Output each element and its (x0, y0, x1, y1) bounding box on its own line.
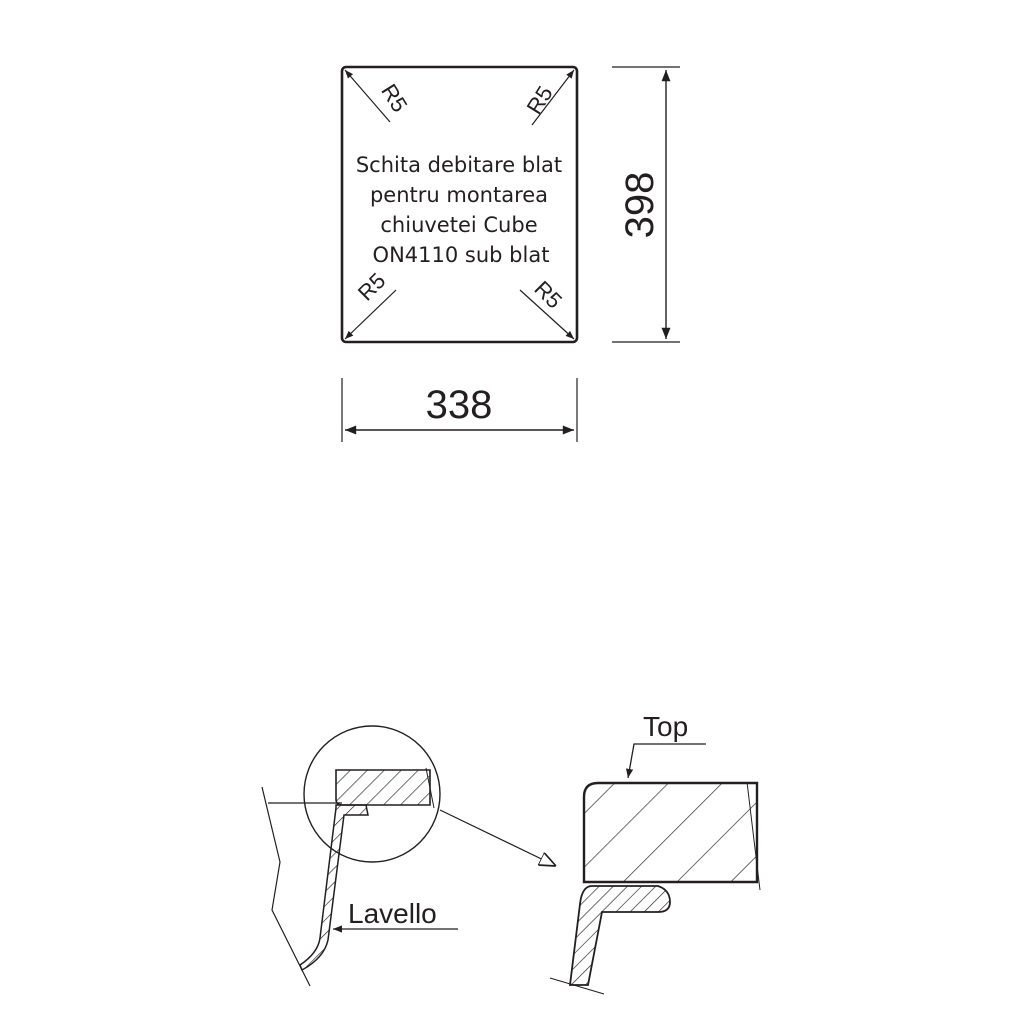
sink-section-view: Lavello (261, 725, 556, 987)
cabinet-break-line (261, 786, 311, 987)
width-label: 338 (426, 383, 493, 427)
sink-flange-section (299, 804, 369, 972)
cutout-title-line-4: ON4110 sub blat (373, 243, 550, 267)
worktop-section (335, 769, 431, 806)
radius-label-top-left: R5 (376, 79, 412, 116)
radius-leader-top-left (344, 69, 391, 123)
cutout-title-line-1: Schita debitare blat (356, 153, 562, 177)
worktop-break-right (425, 767, 435, 809)
radius-label-bottom-left: R5 (353, 268, 391, 306)
detail-sink-break (549, 977, 605, 995)
radius-leader-bottom-left (344, 289, 397, 340)
top-label: Top (643, 711, 688, 742)
cutout-outline (340, 65, 579, 344)
radius-label-top-right: R5 (522, 81, 558, 118)
detail-leader (439, 809, 556, 866)
sink-label: Lavello (348, 898, 437, 929)
detail-worktop-break (746, 781, 761, 891)
cutout-template: R5 R5 R5 R5 Schita debitare blat pentru … (340, 65, 680, 442)
radius-leader-top-right (531, 69, 575, 126)
detail-circle (303, 725, 441, 863)
top-label-leader (625, 743, 706, 779)
cutout-title-line-3: chiuvetei Cube (380, 213, 537, 237)
radius-label-bottom-right: R5 (530, 276, 568, 314)
radius-leader-bottom-right (519, 289, 575, 340)
detail-worktop-section (582, 781, 759, 884)
detail-view: Top (549, 711, 761, 995)
cutout-title-line-2: pentru montarea (370, 183, 548, 207)
detail-sink-flange (568, 885, 671, 986)
height-label: 398 (618, 172, 662, 239)
